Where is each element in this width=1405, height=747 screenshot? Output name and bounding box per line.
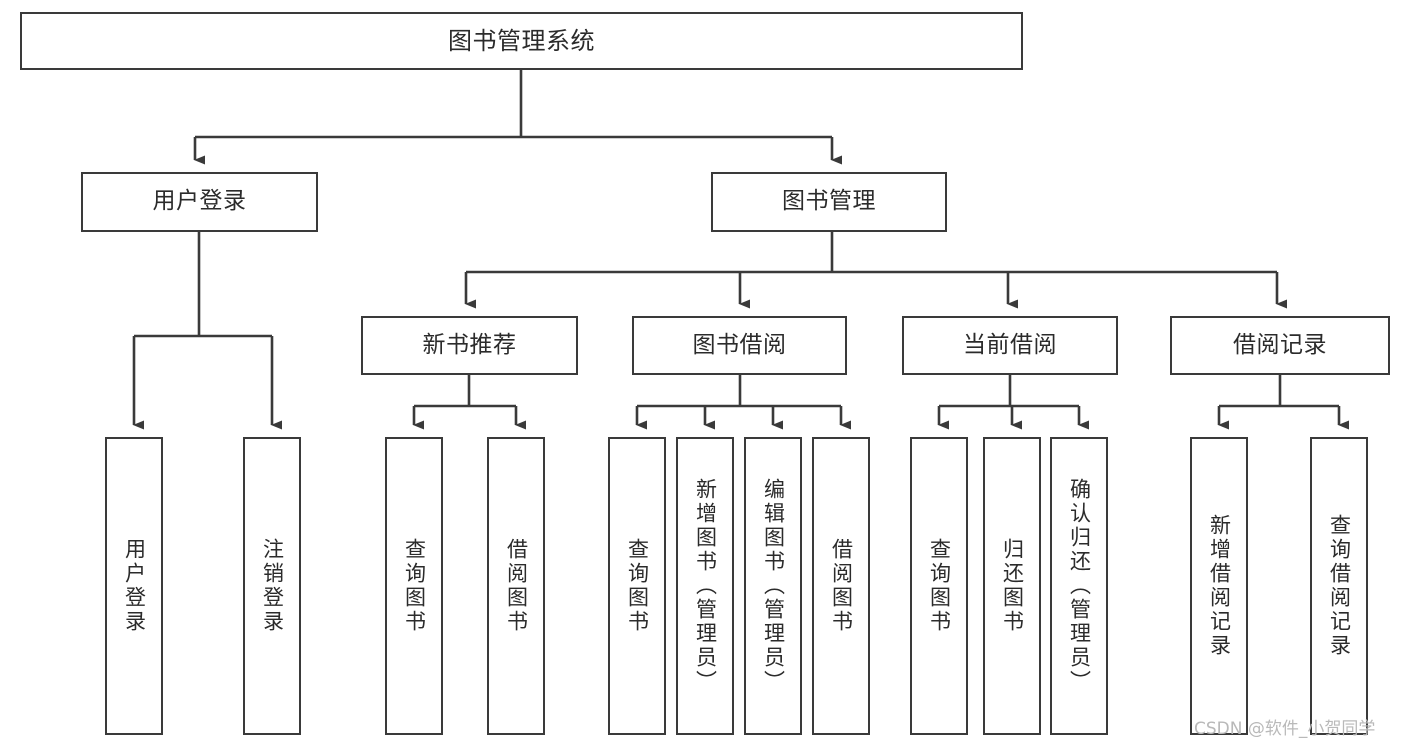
node-label: 图书借阅 xyxy=(692,331,787,358)
leaf-borrow-book-newbook[interactable]: 借阅图书 xyxy=(487,437,545,735)
leaf-user-logout[interactable]: 注销登录 xyxy=(243,437,301,735)
node-label: 图书管理 xyxy=(782,188,876,215)
node-user-login[interactable]: 用户登录 xyxy=(81,172,318,232)
leaf-return-book[interactable]: 归还图书 xyxy=(983,437,1041,735)
leaf-query-book-borrow[interactable]: 查询图书 xyxy=(608,437,666,735)
node-label: 借阅图书 xyxy=(829,538,854,634)
node-label: 确认归还（管理员） xyxy=(1067,478,1092,694)
node-book-borrow[interactable]: 图书借阅 xyxy=(632,316,847,375)
leaf-add-borrow-record[interactable]: 新增借阅记录 xyxy=(1190,437,1248,735)
leaf-query-book-newbook[interactable]: 查询图书 xyxy=(385,437,443,735)
node-new-book-recommend[interactable]: 新书推荐 xyxy=(361,316,578,375)
node-label: 借阅记录 xyxy=(1233,331,1327,358)
node-label: 新书推荐 xyxy=(422,331,517,358)
node-borrow-records[interactable]: 借阅记录 xyxy=(1170,316,1390,375)
node-label: 注销登录 xyxy=(260,538,285,634)
node-label: 新增借阅记录 xyxy=(1207,514,1232,658)
node-current-borrow[interactable]: 当前借阅 xyxy=(902,316,1118,375)
leaf-add-book-admin[interactable]: 新增图书（管理员） xyxy=(676,437,734,735)
node-label: 查询图书 xyxy=(927,538,952,634)
node-label: 用户登录 xyxy=(122,538,147,634)
leaf-edit-book-admin[interactable]: 编辑图书（管理员） xyxy=(744,437,802,735)
node-label: 用户登录 xyxy=(152,188,247,215)
leaf-lend-book[interactable]: 借阅图书 xyxy=(812,437,870,735)
csdn-watermark: CSDN @软件_小贺同学 xyxy=(1194,719,1376,739)
leaf-confirm-return-admin[interactable]: 确认归还（管理员） xyxy=(1050,437,1108,735)
node-label: 图书管理系统 xyxy=(448,26,595,55)
node-label: 当前借阅 xyxy=(963,331,1057,358)
node-label: 编辑图书（管理员） xyxy=(761,478,786,694)
leaf-user-login[interactable]: 用户登录 xyxy=(105,437,163,735)
node-root-system[interactable]: 图书管理系统 xyxy=(20,12,1023,70)
leaf-query-borrow-record[interactable]: 查询借阅记录 xyxy=(1310,437,1368,735)
node-book-management[interactable]: 图书管理 xyxy=(711,172,947,232)
node-label: 归还图书 xyxy=(1000,538,1025,634)
node-label: 借阅图书 xyxy=(504,538,529,634)
node-label: 查询图书 xyxy=(402,538,427,634)
node-label: 查询图书 xyxy=(625,538,650,634)
node-label: 查询借阅记录 xyxy=(1327,514,1352,658)
leaf-query-book-current[interactable]: 查询图书 xyxy=(910,437,968,735)
node-label: 新增图书（管理员） xyxy=(693,478,718,694)
